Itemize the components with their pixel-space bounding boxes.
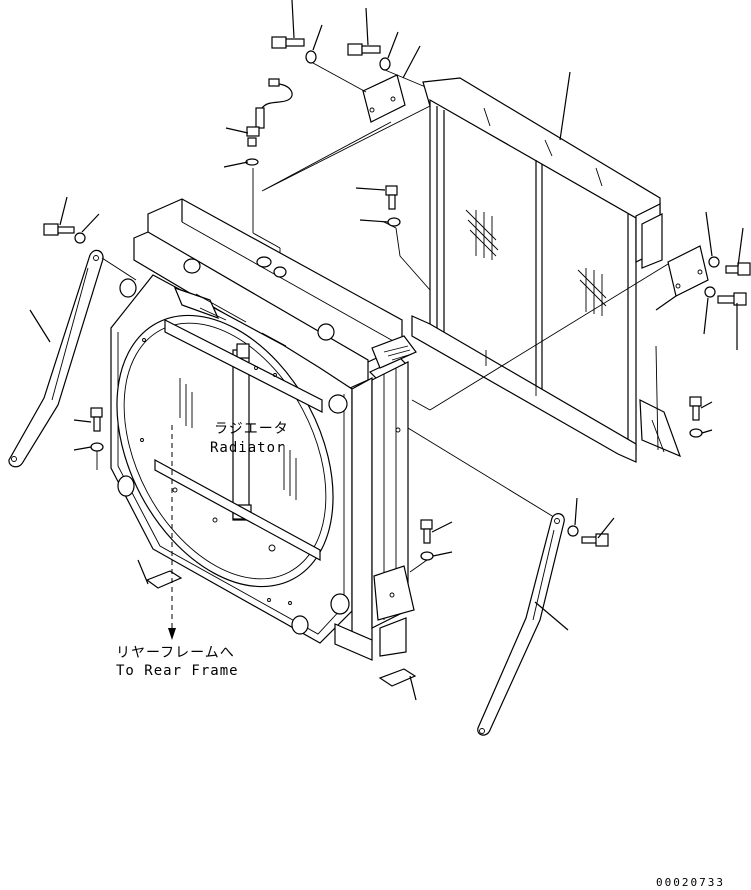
top-washer-left	[305, 24, 323, 64]
panel-bolt-bottom-right	[689, 396, 713, 421]
left-bolt	[43, 196, 75, 236]
radiator-face-hatch	[179, 378, 297, 500]
right-bracket	[655, 245, 709, 311]
rail-bolt	[420, 519, 453, 544]
rear-frame-arrow	[168, 628, 176, 640]
top-bolt-right	[347, 7, 381, 56]
bottom-plate-left	[137, 559, 183, 589]
rear-frame-label-jp: リヤーフレームへ	[116, 645, 235, 661]
top-washer-right	[379, 31, 399, 71]
top-bracket	[362, 45, 421, 123]
right-rod-washer	[567, 497, 579, 537]
rail-washer	[409, 551, 453, 573]
side-rail-assembly	[368, 335, 417, 657]
sensor-harness	[223, 78, 293, 168]
panel-bolt-left	[355, 185, 398, 210]
right-washer-lower	[703, 286, 716, 335]
right-washer-upper	[705, 211, 720, 268]
right-stay-rod	[477, 513, 569, 736]
right-bolt-upper	[725, 227, 751, 276]
right-bolt-lower	[717, 292, 747, 350]
aftercooler-panel	[411, 71, 682, 463]
lower-left-washer	[73, 442, 104, 470]
rear-frame-label-en: To Rear Frame	[116, 663, 239, 679]
left-washer	[74, 213, 100, 244]
bottom-plate-right	[378, 668, 417, 701]
panel-washer-bottom-right	[689, 428, 713, 438]
right-rod-bolt	[581, 517, 615, 547]
radiator-shroud	[110, 198, 403, 661]
lower-left-bolt	[73, 407, 103, 432]
panel-washer-left	[359, 217, 401, 227]
radiator-label-jp: ラジエータ	[214, 421, 289, 437]
radiator-label-en: Radiator	[210, 440, 285, 456]
left-stay-rod	[8, 249, 104, 468]
top-bolt-left	[271, 0, 305, 49]
drawing-number: 00020733	[656, 876, 725, 889]
